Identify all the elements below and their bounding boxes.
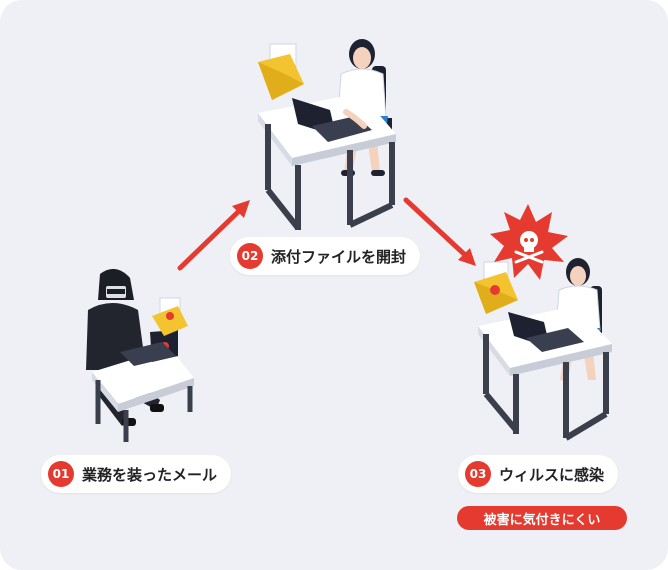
step-number: 01	[48, 461, 74, 487]
step-1: 01 業務を装ったメール	[41, 455, 232, 493]
step-2: 02 添付ファイルを開封	[230, 237, 421, 275]
skull-burst-icon	[490, 204, 568, 280]
desk-office-worker-center	[258, 39, 396, 230]
step-number: 02	[237, 243, 263, 269]
desk	[92, 348, 194, 442]
envelope-icon	[258, 43, 304, 100]
laptop	[120, 330, 178, 366]
arrow-step2-to-step3	[403, 197, 476, 266]
step-label: 業務を装ったメール	[82, 465, 218, 484]
warning-badge: 被害に気付きにくい	[457, 506, 627, 530]
step-number: 03	[465, 461, 491, 487]
step-3: 03 ウィルスに感染	[458, 455, 619, 493]
infected-envelope-icon	[474, 261, 518, 314]
arrow-step1-to-step2	[177, 200, 250, 271]
desk-infected-worker	[474, 204, 612, 441]
laptop	[508, 312, 584, 352]
desk-hacker	[86, 268, 194, 442]
step-label: ウィルスに感染	[499, 465, 605, 484]
infected-envelope-icon	[152, 297, 188, 336]
laptop	[292, 98, 372, 142]
step-label: 添付ファイルを開封	[271, 247, 407, 266]
